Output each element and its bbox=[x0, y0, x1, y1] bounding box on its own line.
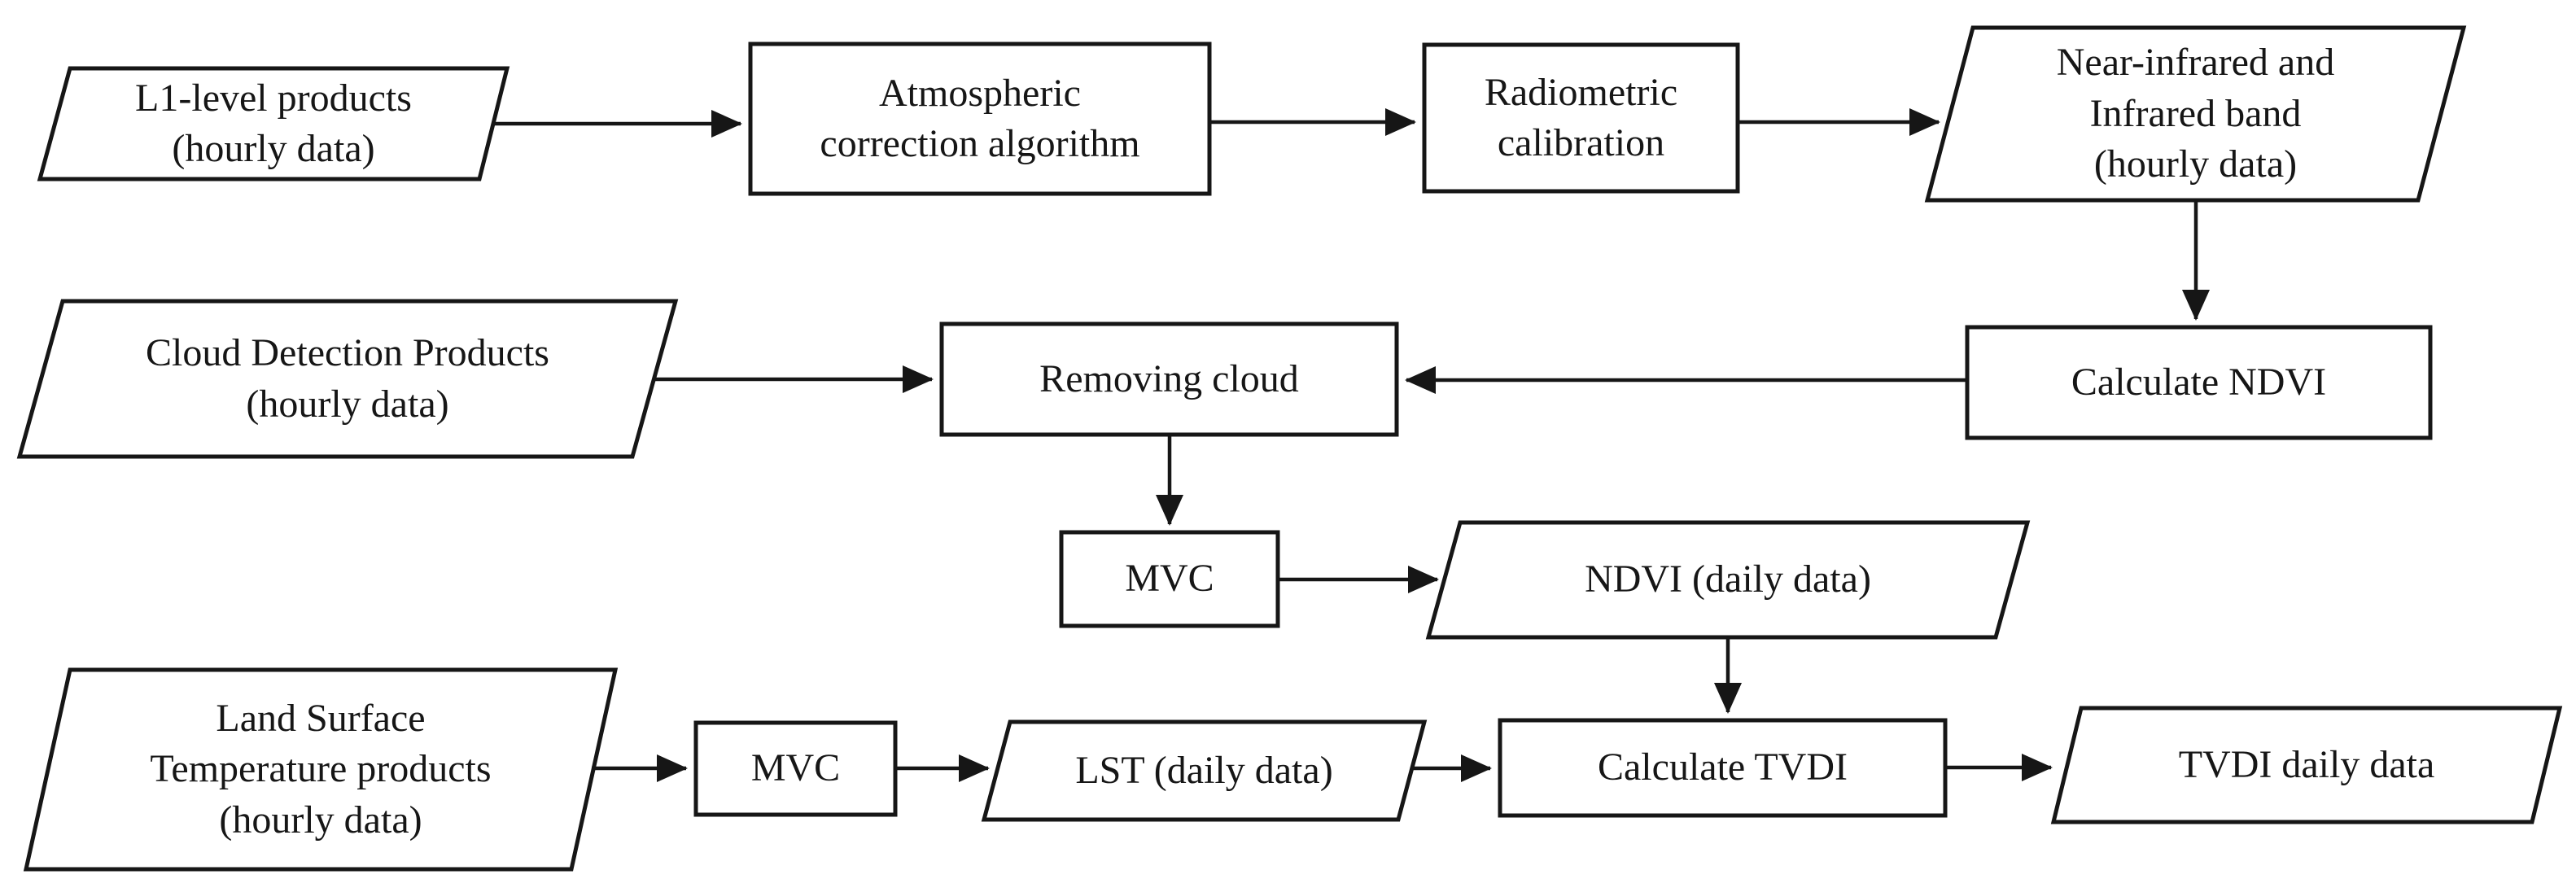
lst-products-shape bbox=[23, 667, 619, 872]
cloud-detection-shape bbox=[16, 299, 679, 459]
lst-daily-shape bbox=[981, 719, 1428, 822]
ndvi-daily-shape bbox=[1425, 520, 2031, 640]
atmospheric-correction-shape bbox=[748, 42, 1212, 196]
mvc-ndvi-shape bbox=[1059, 530, 1280, 628]
removing-cloud-shape bbox=[939, 321, 1399, 437]
radiometric-calibration-shape bbox=[1422, 42, 1740, 194]
tvdi-daily-shape bbox=[2050, 706, 2563, 824]
l1-products-shape bbox=[37, 66, 510, 181]
calculate-tvdi-shape bbox=[1498, 718, 1948, 818]
calculate-ndvi-shape bbox=[1965, 325, 2433, 440]
mvc-lst-shape bbox=[693, 720, 898, 817]
nir-band-shape bbox=[1924, 25, 2467, 203]
